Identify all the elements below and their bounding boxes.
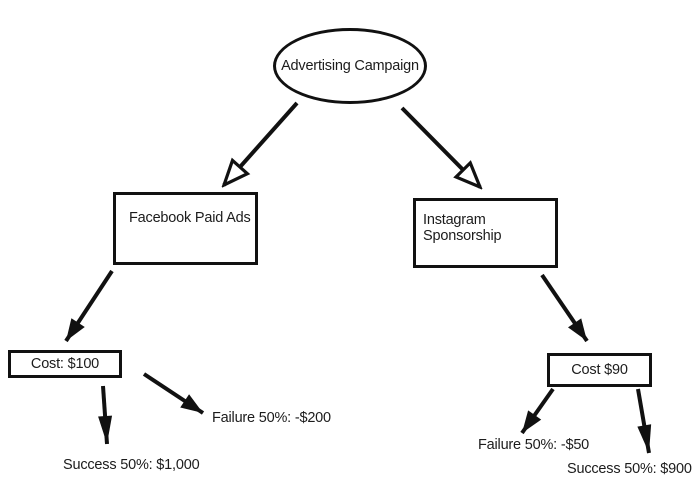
arrow-root-to-facebook — [224, 101, 299, 185]
root-node-advertising-campaign: Advertising Campaign — [273, 28, 427, 104]
node-facebook-paid-ads: Facebook Paid Ads — [113, 192, 258, 265]
cost-instagram-label: Cost $90 — [571, 362, 628, 378]
node-cost-instagram: Cost $90 — [547, 353, 652, 387]
arrow-facebook-to-cost — [64, 269, 114, 343]
outcome-facebook-success: Success 50%: $1,000 — [63, 457, 200, 473]
arrow-cost-left-to-failure — [142, 372, 205, 415]
facebook-node-label: Facebook Paid Ads — [129, 210, 251, 226]
arrow-cost-right-to-failure — [520, 387, 555, 435]
outcome-instagram-success: Success 50%: $900 — [567, 461, 692, 477]
cost-facebook-label: Cost: $100 — [30, 356, 100, 372]
node-cost-facebook: Cost: $100 — [8, 350, 122, 378]
outcome-instagram-failure: Failure 50%: -$50 — [478, 437, 590, 453]
instagram-node-label: Instagram Sponsorship — [423, 212, 502, 244]
arrow-root-to-instagram — [400, 106, 480, 187]
node-instagram-sponsorship: Instagram Sponsorship — [413, 198, 558, 268]
arrow-cost-right-to-success — [636, 388, 652, 454]
outcome-facebook-failure: Failure 50%: -$200 — [212, 410, 331, 426]
arrow-instagram-to-cost — [540, 273, 589, 343]
root-node-label: Advertising Campaign — [281, 58, 419, 74]
arrow-cost-left-to-success — [98, 385, 113, 445]
